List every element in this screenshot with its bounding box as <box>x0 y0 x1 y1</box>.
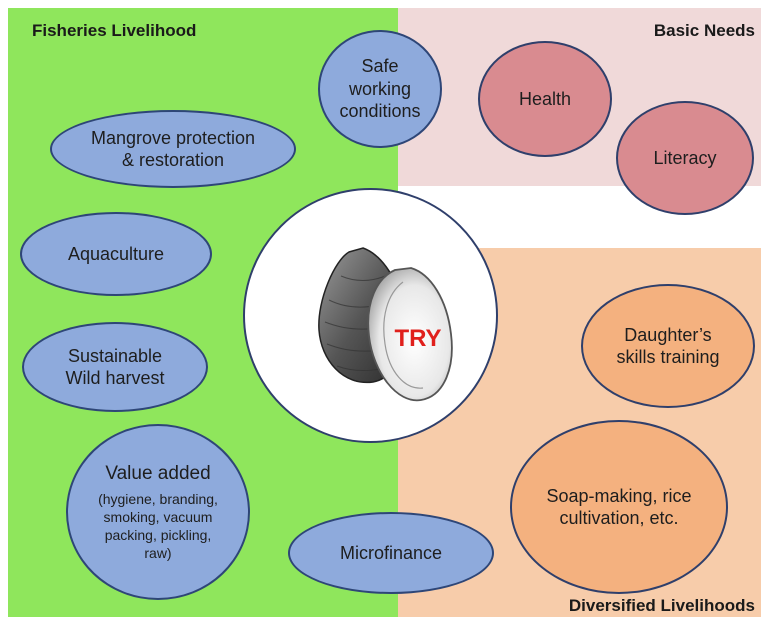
diversified-livelihoods-title: Diversified Livelihoods <box>568 596 755 615</box>
oyster-icon: TRY <box>318 247 453 402</box>
safe-working-conditions-label: Safe working conditions <box>339 56 421 122</box>
mangrove-protection-label: Mangrove protection & restoration <box>90 127 256 171</box>
mangrove-protection-oval: Mangrove protection & restoration <box>50 110 296 188</box>
literacy-oval: Literacy <box>616 101 754 215</box>
health-oval: Health <box>478 41 612 157</box>
safe-working-conditions-oval: Safe working conditions <box>318 30 442 148</box>
daughters-skills-training-label: Daughter’s skills training <box>616 324 720 368</box>
sustainable-wild-harvest-label: Sustainable Wild harvest <box>65 345 165 389</box>
health-label: Health <box>518 88 572 109</box>
value-added-label: Value added <box>105 462 211 484</box>
center-logo-circle: TRY <box>243 188 498 443</box>
value-added-oval: Value added (hygiene, branding, smoking,… <box>66 424 250 600</box>
sustainable-wild-harvest-oval: Sustainable Wild harvest <box>22 322 208 412</box>
literacy-label: Literacy <box>653 147 717 168</box>
value-added-details: (hygiene, branding, smoking, vacuum pack… <box>98 490 218 562</box>
aquaculture-oval: Aquaculture <box>20 212 212 296</box>
soap-making-label: Soap-making, rice cultivation, etc. <box>546 485 692 529</box>
try-logo-text: TRY <box>394 325 441 352</box>
microfinance-label: Microfinance <box>339 542 443 563</box>
aquaculture-label: Aquaculture <box>67 243 165 264</box>
soap-making-oval: Soap-making, rice cultivation, etc. <box>510 420 728 594</box>
microfinance-oval: Microfinance <box>288 512 494 594</box>
fisheries-livelihood-title: Fisheries Livelihood <box>32 21 197 40</box>
basic-needs-title: Basic Needs <box>653 21 755 40</box>
daughters-skills-training-oval: Daughter’s skills training <box>581 284 755 408</box>
